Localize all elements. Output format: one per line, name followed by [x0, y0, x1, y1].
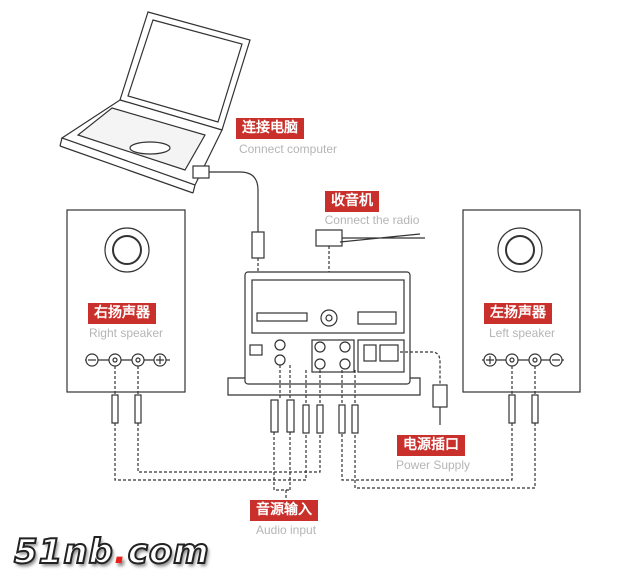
connect-computer-label: 连接电脑: [236, 118, 304, 139]
right-speaker-illustration: [66, 209, 186, 393]
audio-input-label: 音源输入: [250, 500, 318, 521]
right-speaker-subtitle: Right speaker: [88, 326, 164, 340]
power-supply-label: 电源插口: [397, 435, 465, 456]
connect-computer-subtitle: Connect computer: [238, 142, 338, 156]
usb-plug-icon: [192, 165, 210, 179]
logo-dot: .: [113, 532, 128, 572]
radio-subtitle: Connect the radio: [324, 213, 420, 227]
left-speaker-label: 左扬声器: [484, 303, 552, 324]
watermark-logo: 51nb.com: [13, 531, 210, 573]
logo-text-a: 51nb: [13, 531, 114, 573]
speaker-wires: [114, 365, 536, 500]
logo-text-b: com: [127, 531, 210, 573]
amplifier-illustration: [227, 271, 421, 396]
left-speaker-subtitle: Left speaker: [488, 326, 556, 340]
power-plug-icon: [432, 384, 448, 408]
rca-plugs: [111, 394, 539, 434]
left-speaker-illustration: [462, 209, 581, 393]
right-speaker-label: 右扬声器: [88, 303, 156, 324]
power-supply-subtitle: Power Supply: [395, 458, 471, 472]
radio-label: 收音机: [325, 191, 379, 212]
usb-cable: [200, 171, 259, 240]
usb-b-plug-icon: [251, 231, 265, 259]
audio-input-subtitle: Audio input: [255, 523, 317, 537]
laptop-illustration: [59, 11, 251, 194]
power-cable: [400, 351, 441, 385]
